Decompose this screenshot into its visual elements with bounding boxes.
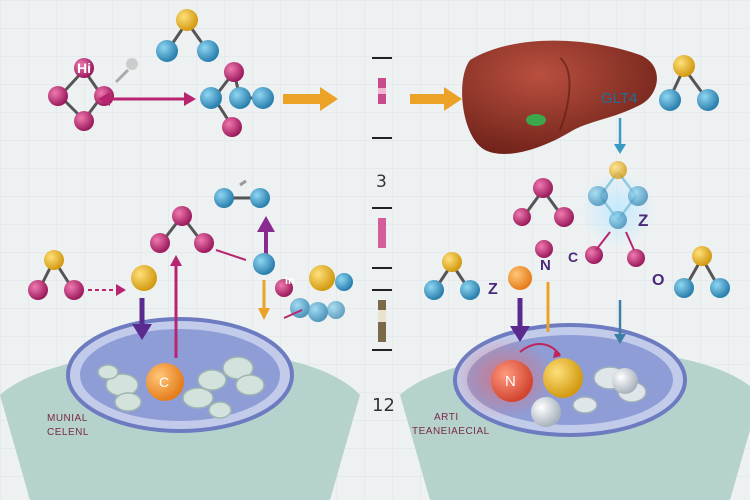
c-label-small: C [568, 249, 579, 265]
cell-right-label-line2: TEANEIAECIAL [412, 426, 490, 437]
o-label: O [652, 272, 665, 289]
ball-n-label: N [505, 373, 516, 390]
cell-right-icon [400, 323, 750, 500]
n-label-small: N [540, 257, 551, 274]
liver-icon [462, 40, 657, 154]
ball-c-label: C [159, 374, 170, 390]
z-label-upper: Z [638, 211, 649, 230]
center-number-top: 3 [376, 172, 387, 192]
cell-right-label-line1: ARTI [434, 412, 459, 423]
molecule-icon [28, 179, 353, 358]
arrow-icon [283, 87, 462, 111]
molecule-icon [424, 161, 730, 344]
molecule-label-top-left: Hi [77, 60, 91, 76]
glt4-label: GLT4 [601, 90, 638, 107]
cell-left-label-line2: CELENL [47, 427, 89, 438]
gradient-bar-icon [372, 57, 392, 351]
cell-left-label-line1: MUNIAL [47, 413, 88, 424]
molecule-label-mid-left: In [285, 275, 295, 287]
center-number-bottom: 12 [372, 395, 395, 416]
molecule-icon [48, 9, 274, 137]
cell-left-icon [0, 317, 360, 500]
z-label-left: Z [488, 281, 498, 298]
molecule-icon [614, 55, 719, 154]
